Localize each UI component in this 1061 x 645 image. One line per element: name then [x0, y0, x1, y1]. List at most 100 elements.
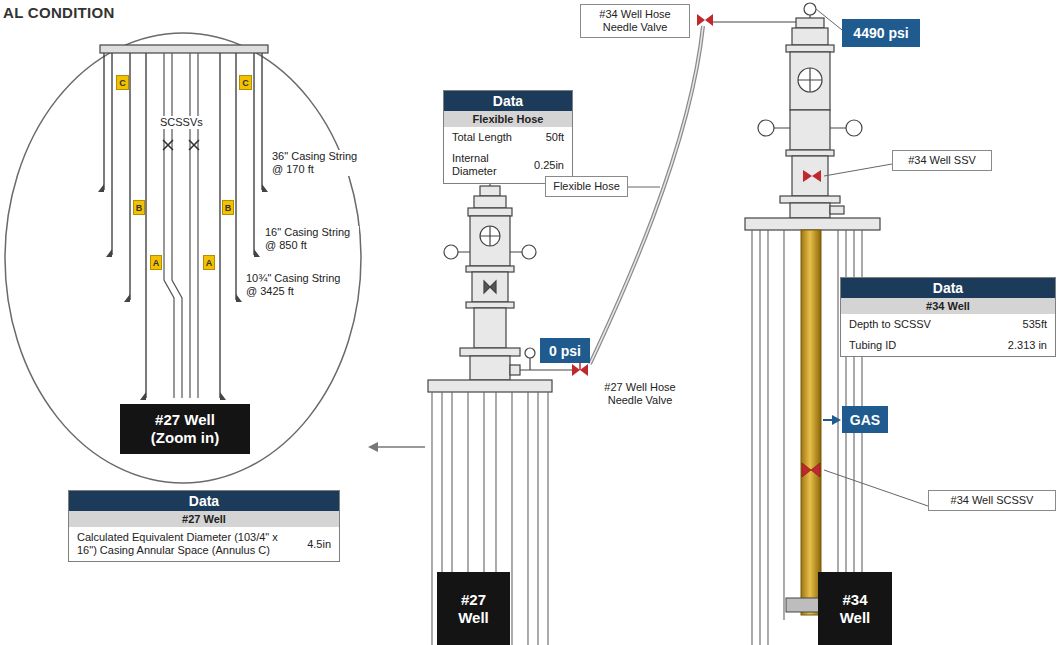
hose-connection-pipe	[711, 21, 796, 22]
zoom-title-box: #27 Well(Zoom in)	[120, 404, 250, 454]
value-badge: GAS	[842, 406, 888, 433]
table-row: Tubing ID 2.313 in	[841, 335, 1055, 356]
production-tubing	[801, 230, 821, 615]
well-27-casings	[432, 392, 548, 645]
node-text: (Zoom in)	[151, 429, 219, 447]
text-label: #27 Well Hose Needle Valve	[586, 381, 694, 407]
callout-box: Flexible Hose	[545, 176, 628, 197]
value-badge: 4490 psi	[842, 19, 920, 47]
table-cell-value: 535ft	[1023, 318, 1047, 331]
table-header: Data	[444, 91, 572, 111]
gauge	[525, 348, 535, 358]
table-cell-value: 2.313 in	[1008, 339, 1047, 352]
side-outlet	[830, 206, 844, 214]
casing-lines	[104, 53, 262, 398]
wing-valve	[846, 120, 862, 136]
tubing-lines	[164, 53, 198, 398]
page-title: AL CONDITION	[3, 4, 115, 21]
node-text: Flexible Hose	[551, 180, 622, 193]
handwheel	[480, 226, 500, 246]
table-cell-label: Tubing ID	[849, 339, 998, 352]
text-label: SCSSVs	[158, 116, 205, 129]
ssv-body	[792, 156, 828, 196]
wing-valve	[444, 245, 458, 259]
node-text: C	[119, 78, 126, 88]
tree-body	[470, 216, 510, 266]
wing-valve	[522, 245, 536, 259]
node-text: #27 Well	[155, 411, 215, 429]
tree-flange	[786, 45, 834, 52]
table-header: Data	[841, 278, 1055, 298]
needle-valve-stem	[579, 362, 581, 370]
node-text: A	[153, 258, 160, 268]
table-cell-label: Depth to SCSSV	[849, 318, 1013, 331]
table-subheader: Flexible Hose	[444, 111, 572, 127]
tree-cap	[480, 186, 500, 196]
tree-cap	[796, 18, 824, 28]
table-row: Total Length 50ft	[444, 127, 572, 148]
ssv-body	[472, 272, 508, 302]
data-table: Data#34 WellDepth to SCSSV535ftTubing ID…	[840, 277, 1056, 357]
tree-flange	[786, 150, 834, 156]
data-table: DataFlexible HoseTotal Length50ftInterna…	[443, 90, 573, 184]
handwheel-spokes	[798, 68, 822, 92]
table-row: Depth to SCSSV 535ft	[841, 314, 1055, 335]
node-text: #34 Well	[826, 591, 884, 627]
casing-head-flange	[745, 218, 880, 230]
annulus-tag: B	[222, 200, 234, 215]
node-text: A	[206, 258, 213, 268]
annulus-tag: A	[150, 255, 162, 270]
ssv-symbol	[484, 281, 496, 293]
annulus-tag: B	[133, 200, 145, 215]
well-name-box: #34 Well	[818, 572, 892, 645]
zoom-arrowhead	[368, 442, 378, 452]
tree-flange	[468, 208, 512, 216]
node-text: 4490 psi	[853, 25, 908, 41]
text-label: 10¾" Casing String @ 3425 ft	[244, 272, 352, 298]
node-text: #34 Well SCSSV	[934, 494, 1050, 507]
text-label: 36" Casing String @ 170 ft	[270, 150, 366, 176]
gauge-stem	[529, 358, 530, 370]
casing-shoes	[98, 184, 268, 400]
annulus-tag: C	[239, 75, 252, 90]
table-row: Calculated Equivalent Diameter (103/4" x…	[69, 527, 339, 561]
table-cell-label: Total Length	[452, 131, 536, 144]
side-outlet	[510, 365, 520, 375]
outlet-pipe	[520, 369, 574, 370]
node-text: B	[136, 203, 143, 213]
annulus-tag: C	[116, 75, 129, 90]
ssv-valve-34	[803, 170, 821, 182]
value-badge: 0 psi	[540, 338, 590, 363]
text-label: 16" Casing String @ 850 ft	[263, 226, 359, 252]
tree-flange	[460, 348, 520, 356]
leader-lines	[628, 9, 928, 506]
tree-flange	[466, 266, 514, 272]
table-cell-label: Calculated Equivalent Diameter (103/4" x…	[77, 531, 297, 557]
wing-arms	[458, 251, 522, 252]
node-text: #34 Well Hose Needle Valve	[586, 8, 684, 34]
zoom-arrow-line	[376, 446, 425, 448]
wing-valve	[758, 120, 774, 136]
table-cell-value: 50ft	[546, 131, 564, 144]
tree-flange	[466, 302, 514, 308]
table-subheader: #27 Well	[69, 511, 339, 527]
tree-spool	[474, 308, 506, 348]
node-text: #34 Well SSV	[898, 154, 986, 167]
casing-head-flange	[428, 380, 552, 392]
tree-block	[474, 196, 506, 208]
node-text: #27 Well	[445, 591, 502, 627]
handwheel	[798, 68, 822, 92]
needle-valve-34	[697, 14, 713, 26]
node-text: 0 psi	[549, 343, 581, 359]
scssv-valve-34	[802, 463, 820, 477]
table-cell-value: 4.5in	[307, 538, 331, 551]
node-text: GAS	[850, 412, 880, 428]
wellhead-spool	[470, 356, 510, 380]
tree-block	[792, 28, 828, 45]
gas-arrowhead	[832, 415, 841, 425]
data-table: Data#27 WellCalculated Equivalent Diamet…	[68, 490, 340, 562]
node-text: C	[242, 78, 249, 88]
node-text: B	[225, 203, 232, 213]
wellhead-spool	[790, 203, 830, 218]
